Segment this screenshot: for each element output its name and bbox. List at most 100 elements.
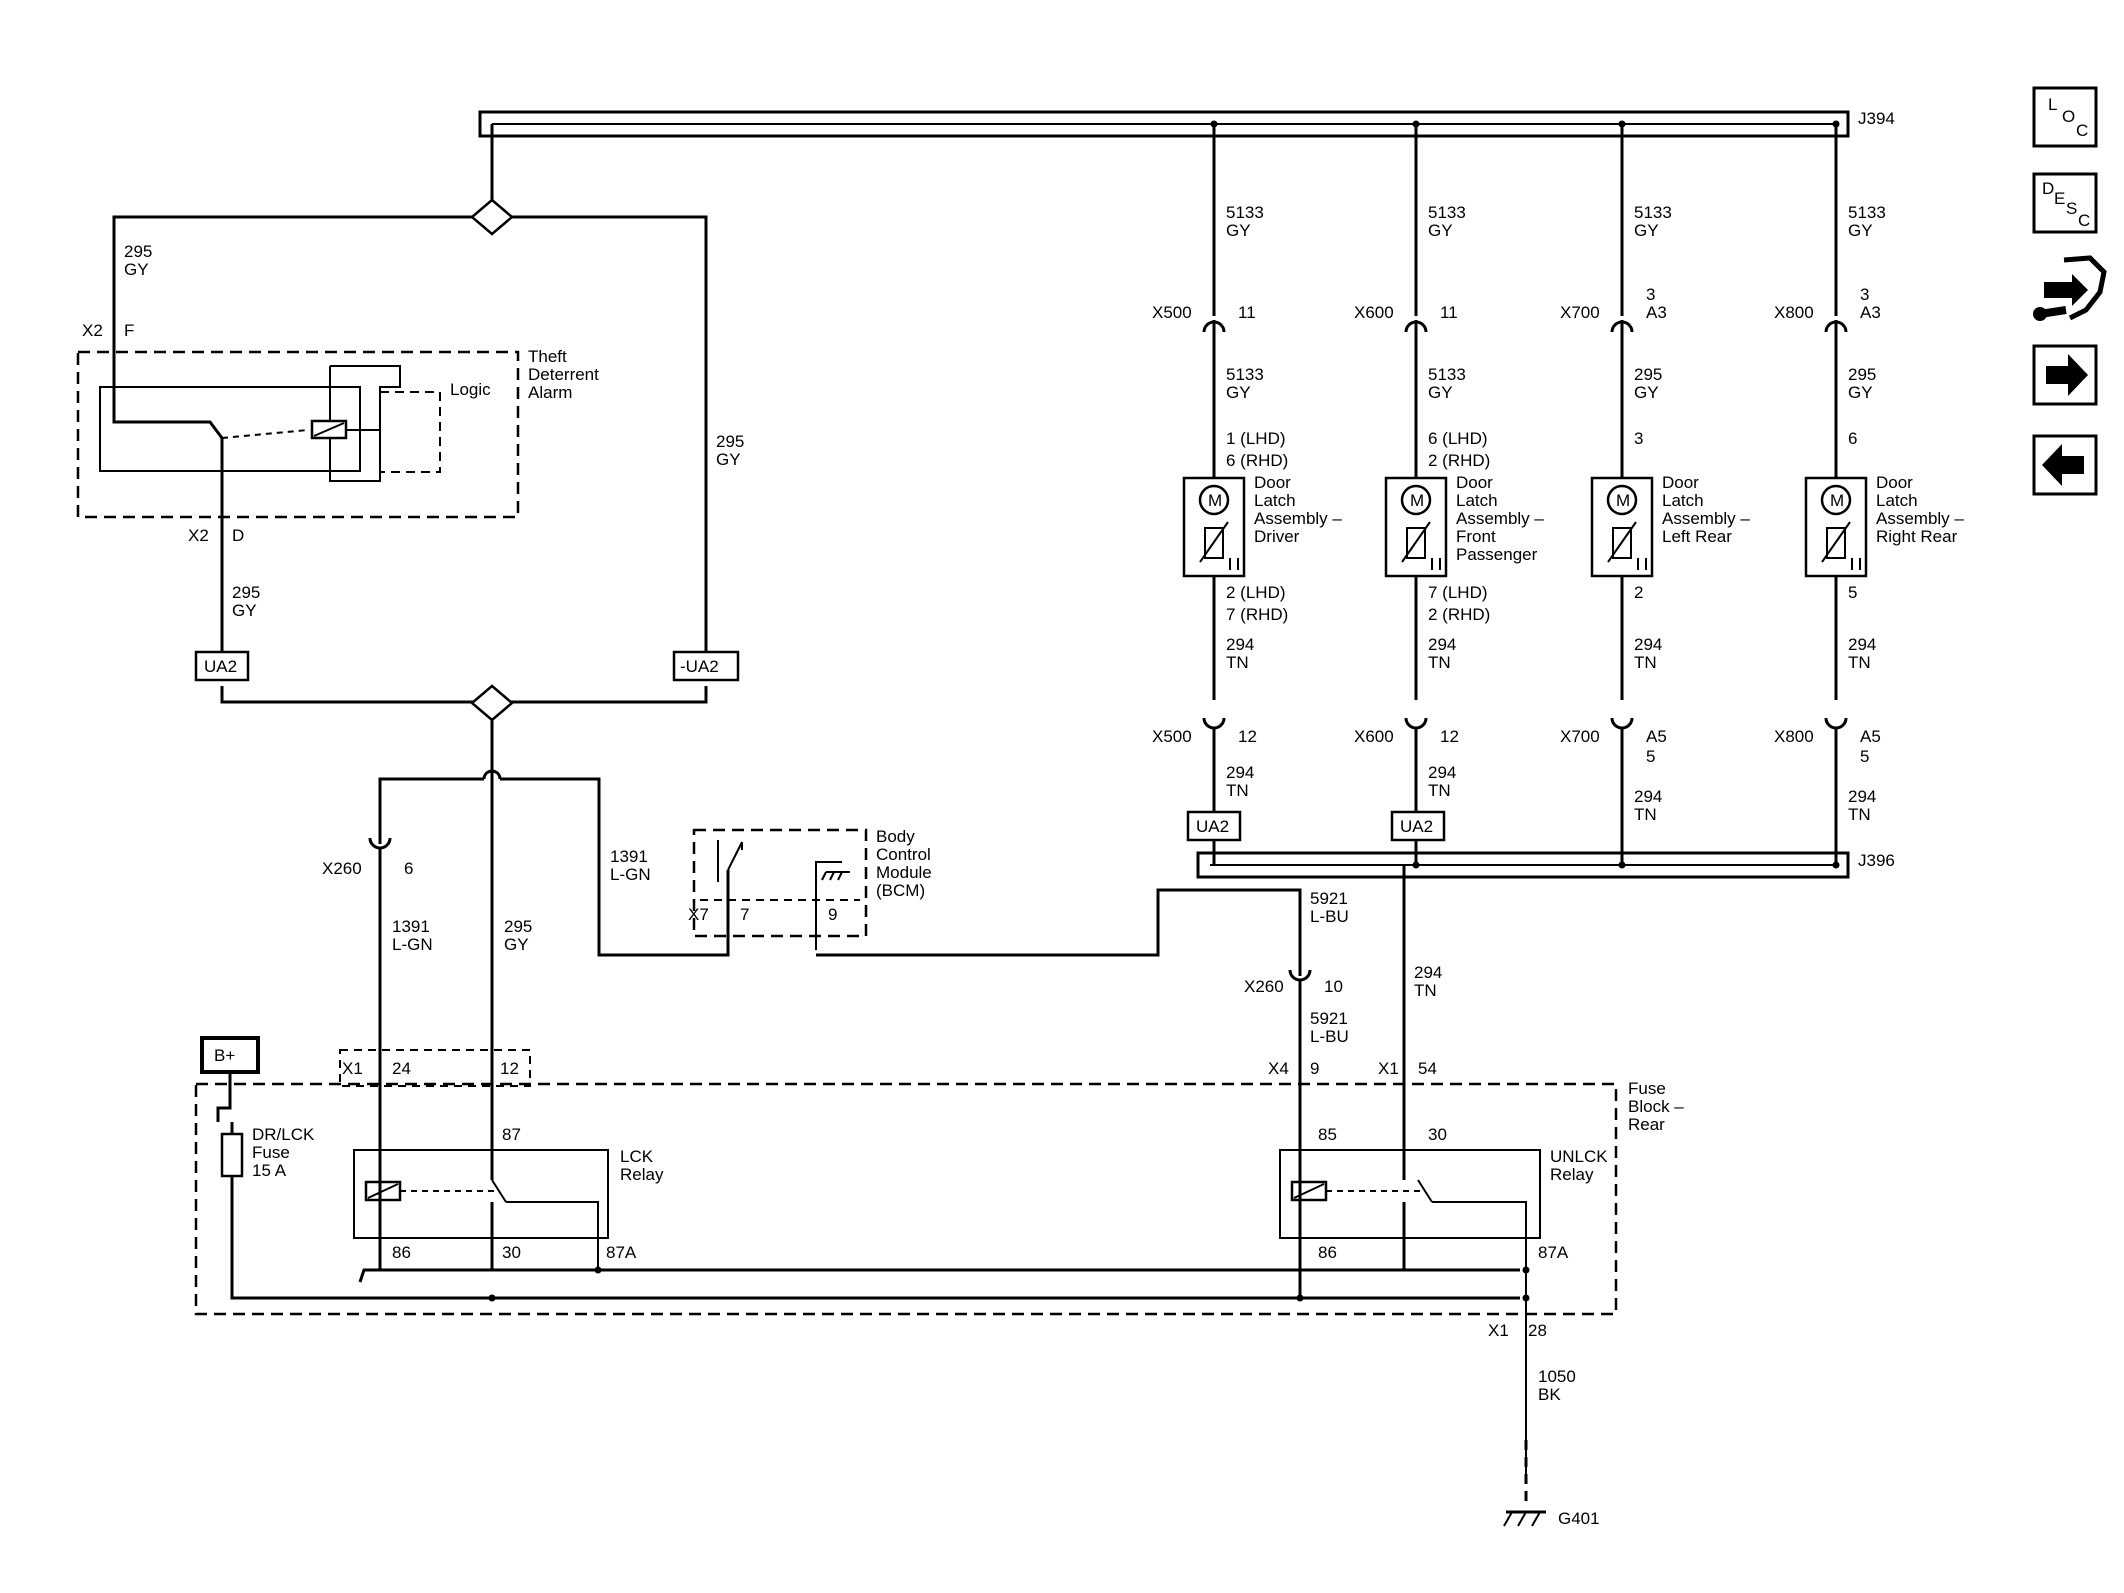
svg-text:X1: X1 — [342, 1059, 363, 1078]
svg-text:28: 28 — [1528, 1321, 1547, 1340]
svg-text:E: E — [2054, 189, 2065, 208]
svg-text:87A: 87A — [1538, 1243, 1569, 1262]
svg-text:Relay: Relay — [1550, 1165, 1594, 1184]
w5921-a-color: L-BU — [1310, 907, 1349, 926]
connector2-pin: 12 — [1440, 727, 1459, 746]
connector-pin: 11 — [1238, 303, 1256, 322]
motor-icon — [1606, 484, 1638, 516]
gy-circuit — [112, 124, 1302, 1134]
svg-text:O: O — [2062, 107, 2075, 126]
latch-pin-a: 6 — [1848, 429, 1857, 448]
latch-label: Assembly – — [1662, 509, 1750, 528]
svg-text:UNLCK: UNLCK — [1550, 1147, 1608, 1166]
bot-wire-num: 294 — [1226, 763, 1254, 782]
connector-label: X600 — [1354, 303, 1394, 322]
connector-label: X700 — [1560, 303, 1600, 322]
svg-text:9: 9 — [1310, 1059, 1319, 1078]
ground-g401: G401 — [1503, 1440, 1600, 1528]
svg-text:Fuse: Fuse — [1628, 1079, 1666, 1098]
top-wire-color: GY — [1848, 221, 1873, 240]
low-wire-color: TN — [1848, 653, 1871, 672]
top-wire-num: 5133 — [1848, 203, 1886, 222]
connector-pin: 3 — [1860, 285, 1869, 304]
w5921-b-color: L-BU — [1310, 1027, 1349, 1046]
theft-deterrent-alarm: Logic Theft Deterrent Alarm X2 F X2 D — [76, 321, 599, 545]
previous-page-arrow-icon[interactable] — [2032, 434, 2098, 496]
splice-top — [470, 198, 514, 236]
latch-pin-a: 6 (LHD) — [1428, 429, 1488, 448]
ua2-left-box: UA2 — [194, 650, 250, 682]
latch-label: Right Rear — [1876, 527, 1958, 546]
connector2-label: X600 — [1354, 727, 1394, 746]
x260-left: X260 6 — [322, 830, 413, 1134]
svg-text:10: 10 — [1324, 977, 1343, 996]
latch-pin-b: 7 (LHD) — [1428, 583, 1488, 602]
tda-x2-bottom: X2 — [188, 526, 209, 545]
mid-wire-color: GY — [1226, 383, 1251, 402]
bot-wire-color: TN — [1226, 781, 1249, 800]
next-page-arrow-icon[interactable] — [2032, 344, 2098, 406]
connector-label: X500 — [1152, 303, 1192, 322]
connector2-label: X700 — [1560, 727, 1600, 746]
svg-text:87: 87 — [502, 1125, 521, 1144]
component-connector-icon[interactable] — [2033, 255, 2107, 321]
low-wire-color: TN — [1226, 653, 1249, 672]
svg-text:X1: X1 — [1378, 1059, 1399, 1078]
latch-label: Front — [1456, 527, 1496, 546]
bcm-pin-7: 7 — [740, 905, 749, 924]
svg-text:6: 6 — [404, 859, 413, 878]
connector-pin: A3 — [1860, 303, 1881, 322]
w5921-b-num: 5921 — [1310, 1009, 1348, 1028]
latch-label: Left Rear — [1662, 527, 1732, 546]
svg-text:S: S — [2066, 199, 2077, 218]
mid-wire-color: GY — [1634, 383, 1659, 402]
connector-pin: 11 — [1440, 303, 1458, 322]
j396-label: J396 — [1858, 851, 1895, 870]
low-wire-num: 294 — [1226, 635, 1254, 654]
connector-pin: A3 — [1646, 303, 1667, 322]
low-wire-num: 294 — [1428, 635, 1456, 654]
latch-pin-a: 6 (RHD) — [1226, 451, 1288, 470]
motor-icon — [1820, 484, 1852, 516]
bot-wire-num: 294 — [1848, 787, 1876, 806]
w5921-a-num: 5921 — [1310, 889, 1348, 908]
latch-pin-b: 5 — [1848, 583, 1857, 602]
w295-mid-num: 295 — [504, 917, 532, 936]
j394-label: J394 — [1858, 109, 1895, 128]
top-wire-color: GY — [1634, 221, 1659, 240]
latch-label: Latch — [1662, 491, 1704, 510]
tda-logic-label: Logic — [450, 380, 491, 399]
bot-wire-color: TN — [1848, 805, 1871, 824]
w295-right-num: 295 — [716, 432, 744, 451]
unlck-relay: UNLCK Relay 85 30 86 87A — [1279, 1125, 1608, 1480]
latch-label: Door — [1456, 473, 1493, 492]
svg-text:Block –: Block – — [1628, 1097, 1684, 1116]
mid-wire-num: 295 — [1634, 365, 1662, 384]
motor-icon — [1198, 484, 1230, 516]
harness-j394: J394 — [478, 109, 1895, 138]
bot-wire-color: TN — [1634, 805, 1657, 824]
latch-label: Assembly – — [1254, 509, 1342, 528]
svg-text:87A: 87A — [606, 1243, 637, 1262]
w1391-left-num: 1391 — [392, 917, 430, 936]
latch-pin-b: 7 (RHD) — [1226, 605, 1288, 624]
tda-x2-top: X2 — [82, 321, 103, 340]
w295-mid-color: GY — [504, 935, 529, 954]
body-control-module: Body Control Module (BCM) X7 7 9 — [688, 827, 932, 950]
mid-wire-num: 5133 — [1226, 365, 1264, 384]
description-button[interactable]: D E S C — [2032, 172, 2098, 234]
motor-symbol: M — [1208, 491, 1222, 510]
mid-wire-num: 295 — [1848, 365, 1876, 384]
svg-text:Fuse: Fuse — [252, 1143, 290, 1162]
bcm-pin-9: 9 — [828, 905, 837, 924]
ua2-door-boxes: UA2 UA2 — [1186, 810, 1446, 842]
w294-unlck-color: TN — [1414, 981, 1437, 1000]
svg-text:30: 30 — [1428, 1125, 1447, 1144]
latch-label: Door — [1254, 473, 1291, 492]
bot-wire-color: TN — [1428, 781, 1451, 800]
latch-pin-b: 2 (LHD) — [1226, 583, 1286, 602]
svg-text:-UA2: -UA2 — [680, 657, 719, 676]
location-button[interactable]: L O C — [2032, 86, 2098, 148]
ua2-passenger: UA2 — [1400, 817, 1433, 836]
w1391-bcm-color: L-GN — [610, 865, 651, 884]
